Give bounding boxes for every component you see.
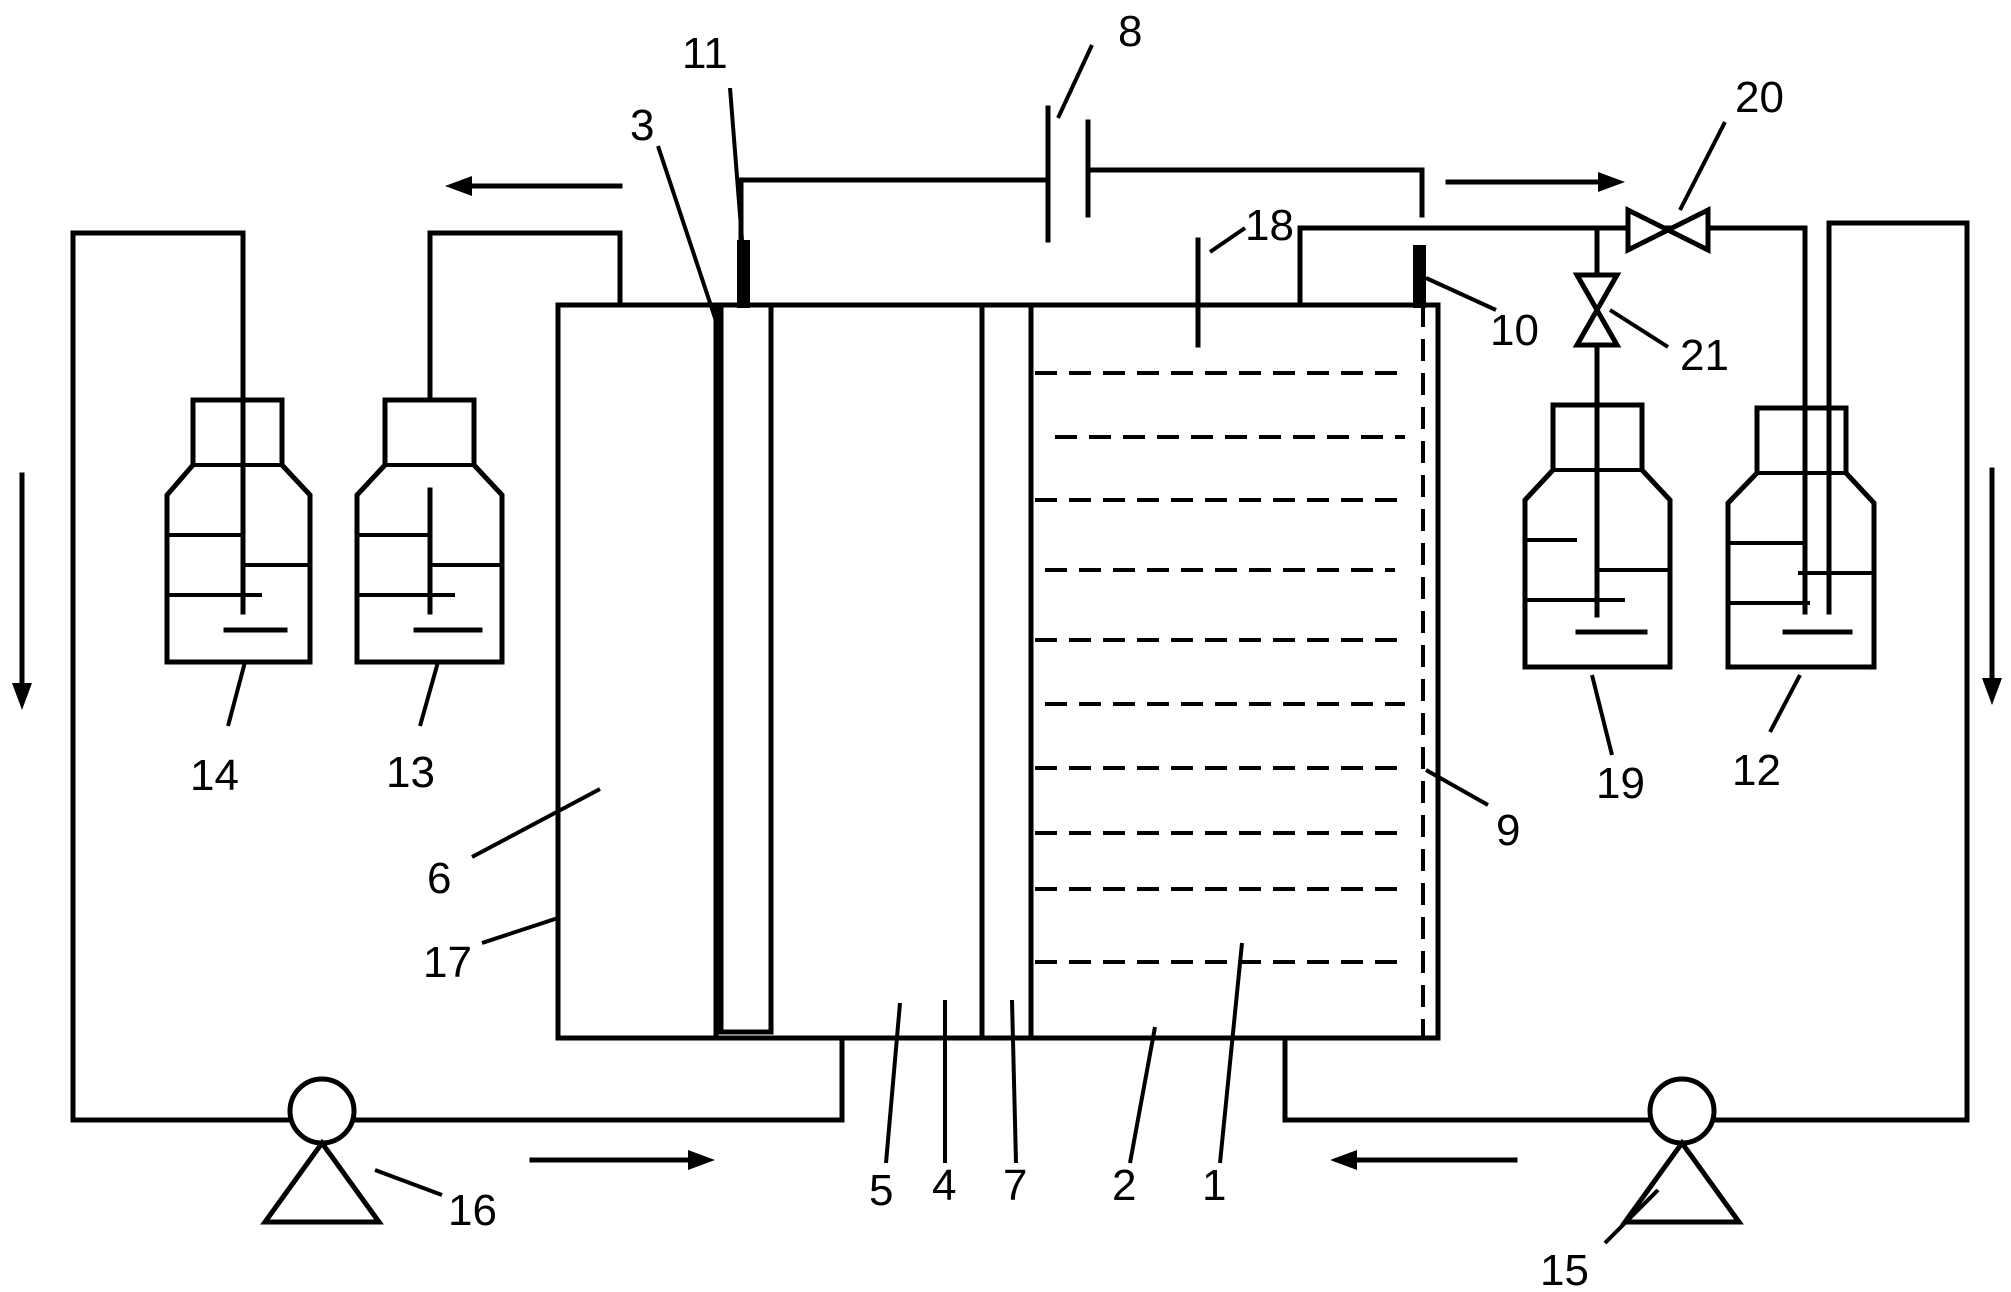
power-supply-circuit: [737, 105, 1426, 308]
bottle-12: [1725, 220, 1877, 670]
leader-6: [471, 787, 601, 859]
label-4: 4: [932, 1161, 956, 1210]
arrow-right-bottom: [529, 1150, 715, 1170]
leader-13: [418, 661, 440, 727]
label-14: 14: [190, 751, 239, 800]
leader-11: [728, 87, 744, 241]
reactor-outer-wall: [555, 302, 1441, 1041]
leader-7: [1010, 999, 1018, 1164]
label-3: 3: [630, 101, 654, 150]
arrow-left-bottom: [1330, 1150, 1518, 1170]
arrow-right-top: [1445, 172, 1625, 192]
label-16: 16: [448, 1186, 497, 1235]
pump-15: [1647, 1076, 1717, 1146]
bottle-13: [354, 397, 505, 665]
label-6: 6: [427, 854, 451, 903]
wire-right: [1085, 167, 1425, 218]
pipe-pump-to-reactor-right: [1282, 1035, 1655, 1123]
leader-17: [481, 916, 559, 945]
electrode-plate-3: [718, 302, 774, 1035]
leader-lines: [226, 44, 1802, 1245]
leader-5: [884, 1002, 902, 1164]
label-5: 5: [869, 1166, 893, 1215]
leader-10: [1425, 276, 1497, 312]
leader-1: [1218, 942, 1244, 1164]
label-9: 9: [1496, 806, 1520, 855]
valve-21-top-cone: [1572, 272, 1622, 316]
flow-arrows: [12, 172, 2002, 1170]
arrow-down-right: [1982, 467, 2002, 705]
leader-12: [1768, 674, 1802, 733]
label-18: 18: [1245, 201, 1294, 250]
label-15: 15: [1540, 1246, 1589, 1292]
pipe-to-bottle-13: [427, 230, 623, 493]
arrow-down-left: [12, 472, 32, 710]
pipe-bottle-14-to-pump: [70, 230, 296, 1123]
electrode-terminal-11: [737, 240, 750, 308]
label-11: 11: [682, 29, 728, 78]
leader-16: [374, 1168, 443, 1197]
label-12: 12: [1732, 746, 1781, 795]
valve-21-bottom-cone: [1572, 304, 1622, 348]
pipe-pump-to-reactor: [349, 1035, 845, 1123]
left-circulation-loop: [70, 230, 845, 1225]
label-13: 13: [386, 748, 435, 797]
electrode-terminal-10: [1413, 245, 1426, 308]
valve-20: [1625, 205, 1711, 255]
wire-left: [738, 177, 1051, 308]
reactor-body: [555, 302, 1441, 1041]
label-2: 2: [1112, 1161, 1136, 1210]
label-10: 10: [1490, 306, 1539, 355]
leader-19: [1590, 674, 1614, 756]
bottle-14-body: [164, 397, 313, 665]
leader-18: [1208, 226, 1247, 254]
leader-8: [1056, 44, 1094, 119]
valve-20-right-cone: [1662, 205, 1711, 255]
leader-2: [1128, 1026, 1157, 1164]
label-19: 19: [1596, 759, 1645, 808]
pump-16: [287, 1076, 357, 1146]
pump-15-base: [1620, 1138, 1744, 1225]
pipe-bottle-12-to-pump: [1709, 220, 1970, 1123]
numeral-labels: 8 11 3 18 10 20 21 9 19 12 14 13 6 17 5 …: [190, 7, 1784, 1292]
label-20: 20: [1735, 73, 1784, 122]
valve-20-left-cone: [1625, 205, 1674, 255]
label-8: 8: [1118, 7, 1142, 56]
arrow-left-top: [445, 176, 623, 196]
label-1: 1: [1202, 1161, 1226, 1210]
leader-3: [656, 145, 723, 337]
leader-15: [1603, 1188, 1660, 1245]
leader-9: [1425, 768, 1489, 807]
leader-20: [1678, 121, 1727, 211]
leader-21: [1608, 308, 1670, 349]
bottle-12-body: [1725, 405, 1877, 670]
packing-layers: [1035, 371, 1405, 964]
bottle-14: [164, 230, 313, 665]
leader-14: [226, 661, 247, 727]
pump-16-base: [260, 1138, 384, 1225]
label-7: 7: [1003, 1161, 1027, 1210]
bottle-19: [1522, 342, 1673, 670]
label-17: 17: [423, 938, 472, 987]
label-21: 21: [1680, 331, 1729, 380]
